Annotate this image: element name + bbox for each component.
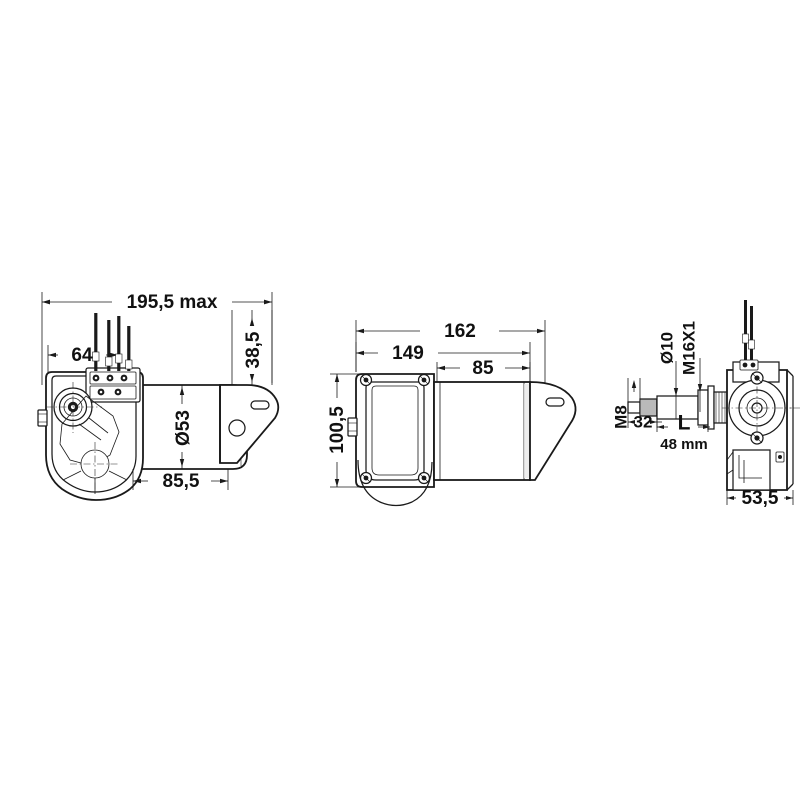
side-connector-nub [37,409,48,427]
gearbox-cover-inner-line [371,385,419,476]
dim-front-body-width: 53,5 [726,488,794,509]
terminal-pin-2 [107,320,111,371]
dim-label-housing-thread: M16X1 [679,321,698,375]
side-view-motor-can [433,381,531,481]
terminal-pins [92,313,133,371]
cover-screws [359,373,431,485]
cover-screw-br [417,471,431,485]
dim-label-can-length: 85 [472,358,494,379]
dim-label-shaft-m8: M8 [611,405,630,429]
bracket-slot-hole [250,400,270,410]
shaft-knurled-section [639,398,658,417]
front-terminal-pins [739,300,759,371]
dim-label-motor-diameter: Ø53 [173,410,194,446]
side-bracket-slot-hole [545,397,565,407]
front-pin-1 [744,300,747,362]
dim-total-length: 162 [355,320,546,390]
dim-overall-length: 195,5 max [41,292,273,385]
terminal-sockets [92,374,128,396]
dim-label-terminal-width: 64 [71,345,93,366]
shaft-threaded-boss [697,385,728,430]
output-shaft-boss [46,382,102,433]
front-screw-bottom [750,431,764,445]
gearbox-skirt [357,459,433,507]
cover-screw-tl [359,373,373,387]
dim-label-motor-can-length: 85,5 [163,471,200,492]
dim-label-body-height: 100,5 [327,406,348,454]
front-screw-top [750,371,764,385]
dim-l-length: L 48 mm [656,412,710,453]
bracket-round-hole [228,419,246,437]
dim-shaft-m8: M8 [611,378,641,429]
terminal-pin-3 [117,316,121,371]
dim-motor-can-length: 85,5 [132,469,229,492]
view-middle-side: 162 149 85 [327,320,577,507]
mounting-bracket [219,384,280,464]
front-terminal-block [739,359,759,371]
cover-screw-bl [359,471,373,485]
dim-label-body-length: 149 [392,343,424,364]
side-view-connector-nub [347,417,358,437]
cover-screw-tr [417,373,431,387]
terminal-block-lower-row [89,385,137,400]
dim-label-total-length: 162 [444,321,476,342]
front-lower-bracket [726,449,785,491]
dim-can-length: 85 [436,358,531,390]
dim-label-l-symbol: L [678,412,691,435]
dim-label-shaft-tip-length: 32 [634,412,653,431]
internal-crank-linkage [59,395,128,494]
dim-label-l-value: 48 mm [660,436,708,453]
dim-housing-thread: M16X1 [679,321,703,412]
terminal-pin-4 [127,326,131,371]
front-edge-chamfer [786,369,794,377]
front-fixing-screws [750,371,764,445]
view-right-front: M8 Ø10 M16X1 32 [611,300,800,509]
dim-label-shaft-diameter: Ø10 [657,332,676,364]
view-left-top: 195,5 max 64 38,5 [37,292,280,501]
dim-label-front-body-width: 53,5 [742,488,779,509]
side-view-mounting-bracket [529,381,577,481]
dim-shaft-diameter: Ø10 [657,332,679,419]
dim-label-overall-length: 195,5 max [127,292,218,313]
terminal-pin-1 [94,313,98,371]
front-pin-2 [750,306,753,362]
gearbox-cover-plate [365,381,425,481]
dim-label-bracket-height: 38,5 [243,331,264,368]
dim-motor-diameter: Ø53 [173,385,194,469]
dim-body-length: 149 [355,342,531,390]
